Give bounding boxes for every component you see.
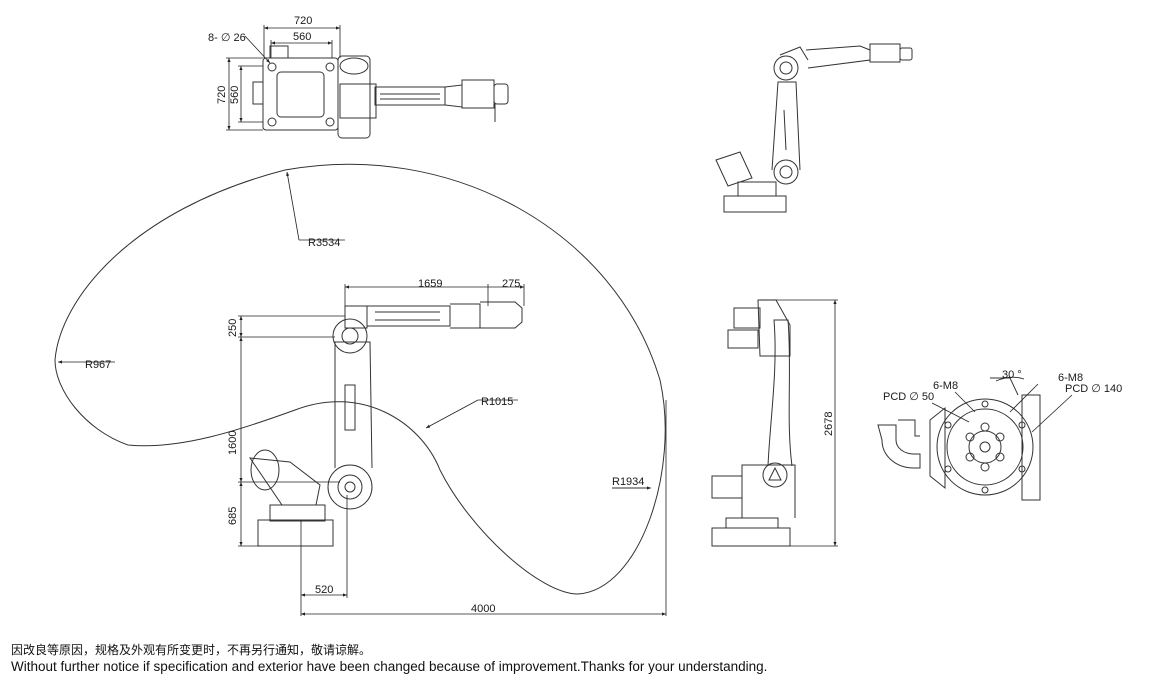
arm-length-label: 1659: [418, 278, 442, 290]
top-width-inner-label: 560: [293, 31, 311, 43]
base-height-label: 685: [227, 507, 239, 525]
envelope-radius-lines: [58, 171, 651, 490]
radius-rear-label: R967: [85, 359, 111, 371]
wrist-length-label: 275: [502, 278, 520, 290]
rear-view-robot: [711, 299, 796, 547]
base-reach-label: 520: [315, 584, 333, 596]
top-height-outer-label: 720: [216, 86, 228, 104]
total-height-label: 2678: [823, 412, 835, 436]
flange-inner-thread-label: 6-M8: [933, 380, 958, 392]
isometric-robot: [715, 43, 913, 213]
flange-outer-pcd-label: PCD ∅ 140: [1065, 383, 1122, 395]
top-view-robot: [252, 45, 509, 139]
side-view-dimensions: [238, 284, 667, 616]
work-envelope: [54, 163, 666, 595]
side-view-robot: [248, 301, 523, 547]
radius-inner-label: R1015: [481, 396, 513, 408]
top-view-dimensions: [226, 25, 341, 131]
upper-arm-height-label: 1600: [227, 431, 239, 455]
offset-height-label: 250: [227, 319, 239, 337]
flange-detail: [877, 377, 1041, 501]
total-reach-label: 4000: [471, 603, 495, 615]
top-height-inner-label: 560: [229, 86, 241, 104]
radius-front-label: R1934: [612, 476, 644, 488]
rear-view-dimensions: [760, 299, 838, 547]
radius-outer-label: R3534: [308, 237, 340, 249]
note-english: Without further notice if specification …: [11, 659, 768, 674]
flange-angle-label: 30 °: [1002, 369, 1022, 381]
top-width-outer-label: 720: [294, 15, 312, 27]
flange-inner-pcd-label: PCD ∅ 50: [883, 391, 934, 403]
mounting-holes-label: 8- ∅ 26: [208, 32, 246, 44]
note-chinese: 因改良等原因，规格及外观有所变更时，不再另行通知，敬请谅解。: [11, 643, 372, 657]
flange-leaders: [931, 376, 1073, 433]
flange-outer-thread-label: 6-M8: [1058, 372, 1083, 384]
